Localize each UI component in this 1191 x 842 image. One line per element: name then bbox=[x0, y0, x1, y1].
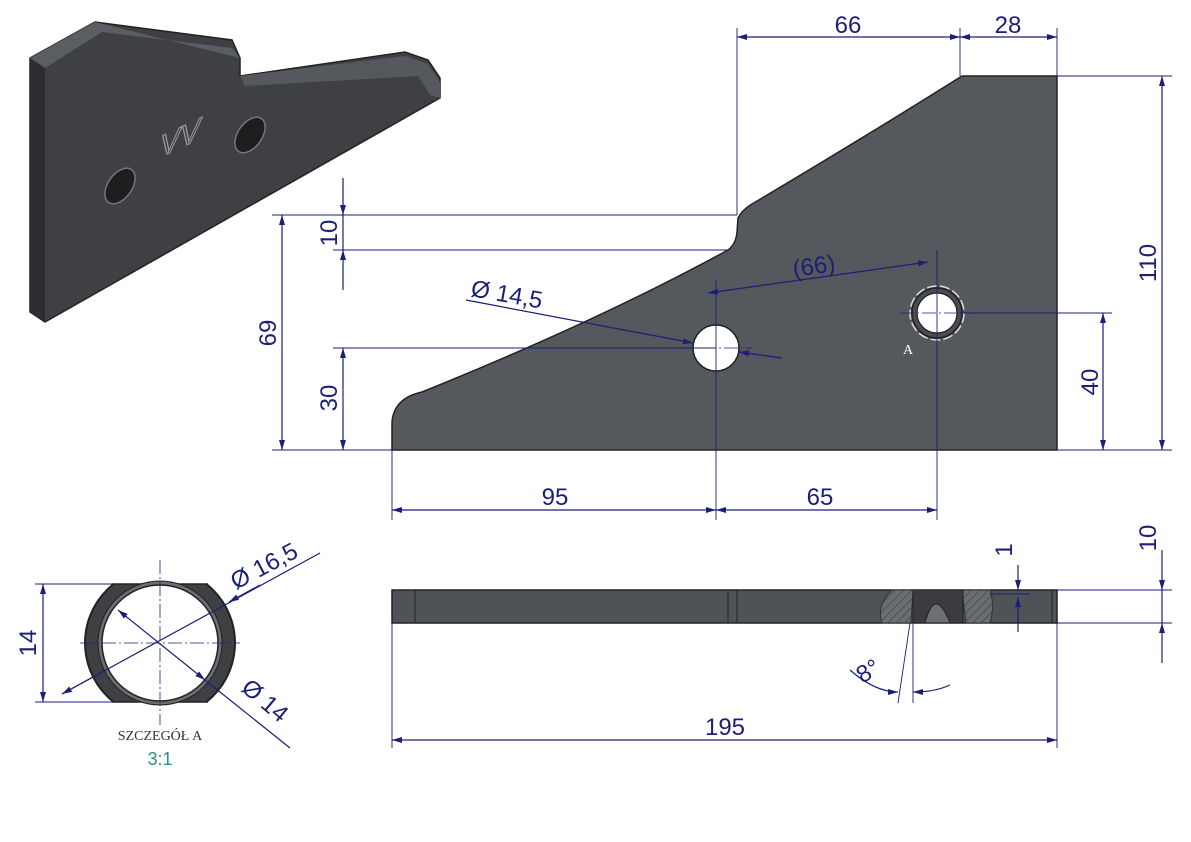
dim-30: 30 bbox=[316, 385, 343, 412]
detail-a: 14 Ø 16,5 Ø 14 SZCZEGÓŁ A 3:1 bbox=[15, 538, 321, 769]
detail-scale: 3:1 bbox=[147, 749, 172, 769]
dim-95: 95 bbox=[542, 484, 569, 511]
dim-chamfer-1: 1 bbox=[991, 543, 1018, 556]
dim-10-step: 10 bbox=[316, 220, 343, 247]
front-view: A 66 28 110 40 10 bbox=[255, 12, 1172, 520]
dim-hole-diameter: Ø 14,5 bbox=[469, 275, 545, 314]
iso-hole-1 bbox=[104, 167, 136, 205]
dim-66: 66 bbox=[835, 12, 862, 39]
dim-69: 69 bbox=[255, 320, 282, 347]
detail-inner-diameter: Ø 14 bbox=[236, 674, 293, 728]
side-view: 195 10 1 8° bbox=[391, 525, 1172, 748]
iso-hole-2 bbox=[234, 116, 266, 154]
dim-40: 40 bbox=[1077, 369, 1104, 396]
detail-marker: A bbox=[903, 343, 914, 358]
dim-110: 110 bbox=[1135, 244, 1162, 282]
detail-dim-14: 14 bbox=[15, 630, 42, 657]
detail-outer-diameter: Ø 16,5 bbox=[226, 538, 302, 596]
dim-thickness-10: 10 bbox=[1135, 525, 1162, 552]
dim-195: 195 bbox=[705, 714, 745, 741]
dim-28: 28 bbox=[995, 12, 1022, 39]
detail-title: SZCZEGÓŁ A bbox=[118, 727, 203, 744]
dim-66-ref: (66) bbox=[791, 250, 837, 283]
dim-65: 65 bbox=[807, 484, 834, 511]
isometric-view: VV bbox=[29, 21, 441, 323]
dim-angle-8: 8° bbox=[852, 654, 885, 689]
